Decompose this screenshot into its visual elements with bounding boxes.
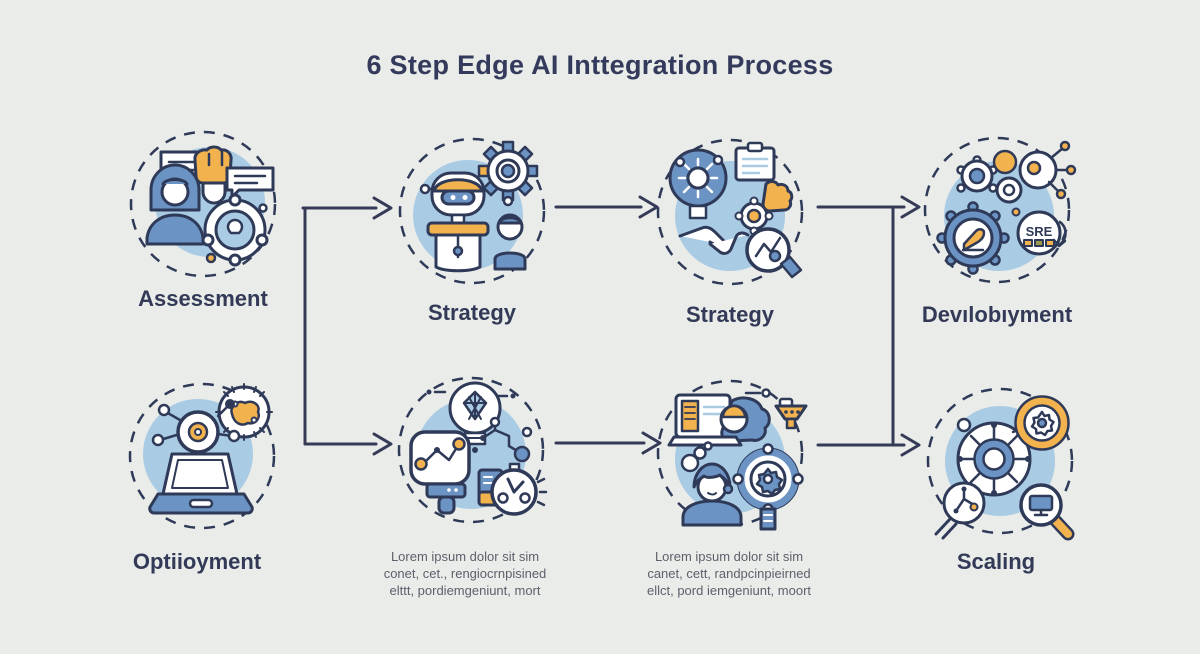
flow-arrow-2-head <box>372 432 393 456</box>
desc-line: elttt, pordiemgeniunt, mort <box>389 583 541 598</box>
gear-rocket-code-icon: SRE <box>923 136 1077 284</box>
step-desc-support: Lorem ipsum dolor sit sim canet, cett, r… <box>611 548 847 599</box>
laptop-vision-network-icon <box>128 382 276 530</box>
people-discussion-brain-network-icon <box>129 130 277 278</box>
step-label-development: Devılobıyment <box>921 302 1073 327</box>
step-label-strategy-2: Strategy <box>685 302 775 327</box>
step-label-strategy-1: Strategy <box>427 300 517 325</box>
desc-line: canet, cett, randpcinpieirned <box>647 566 811 581</box>
step-desc-testing: Lorem ipsum dolor sit sim conet, cet., r… <box>347 548 583 599</box>
desc-line: conet, cet., rengiocrnpisined <box>383 566 547 581</box>
bulb-robot-arm-stopwatch-icon <box>397 376 548 524</box>
desc-line: Lorem ipsum dolor sit sim <box>654 549 804 564</box>
page-title: 6 Step Edge AI Inttegration Process <box>366 50 834 80</box>
desc-line: Lorem ipsum dolor sit sim <box>390 549 540 564</box>
step-label-assessment: Assessment <box>138 286 268 311</box>
network-hub-magnifier-icon <box>926 387 1075 541</box>
robot-gear-icon <box>398 137 546 285</box>
sre-label: SRE <box>1026 224 1053 239</box>
flow-arrow-1-head <box>372 196 393 220</box>
desc-line: ellct, pord iemgeniunt, moort <box>646 583 812 598</box>
idea-puzzle-handshake-icon <box>656 138 804 286</box>
flow-arrow-6-head <box>900 433 921 457</box>
step-label-scaling: Scaling <box>956 549 1036 574</box>
operator-gear-monitor-icon <box>656 379 808 531</box>
step-label-deployment: Optiioyment <box>132 549 262 574</box>
flow-arrow-5-head <box>900 195 921 219</box>
flow-arrow-4-head <box>641 431 662 455</box>
